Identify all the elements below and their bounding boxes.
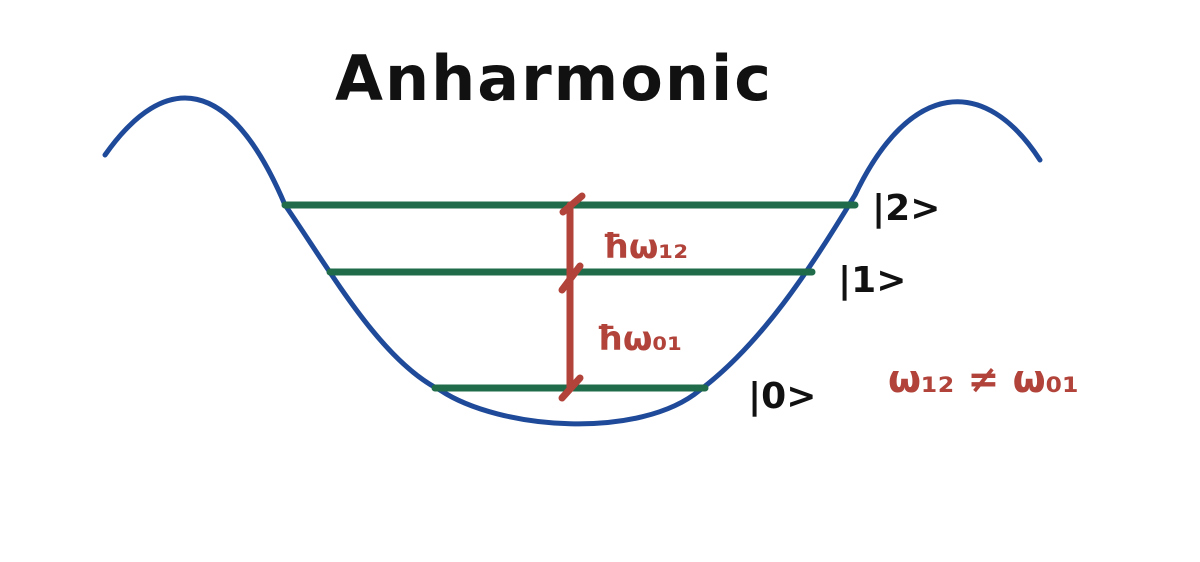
- state-label-1: |1>: [838, 260, 906, 301]
- state-label-0: |0>: [748, 376, 816, 417]
- state-label-2: |2>: [872, 188, 940, 229]
- arrow-tick-top: [559, 192, 586, 216]
- transition-label-01: ħω₀₁: [596, 319, 682, 359]
- transition-label-12: ħω₁₂: [602, 227, 688, 267]
- transition-arrows: [558, 192, 586, 402]
- arrow-tick-bottom: [558, 374, 584, 402]
- potential-well-curve: [102, 95, 1043, 427]
- diagram-title: Anharmonic: [335, 42, 773, 115]
- frequency-inequality-note: ω₁₂ ≠ ω₀₁: [888, 357, 1079, 401]
